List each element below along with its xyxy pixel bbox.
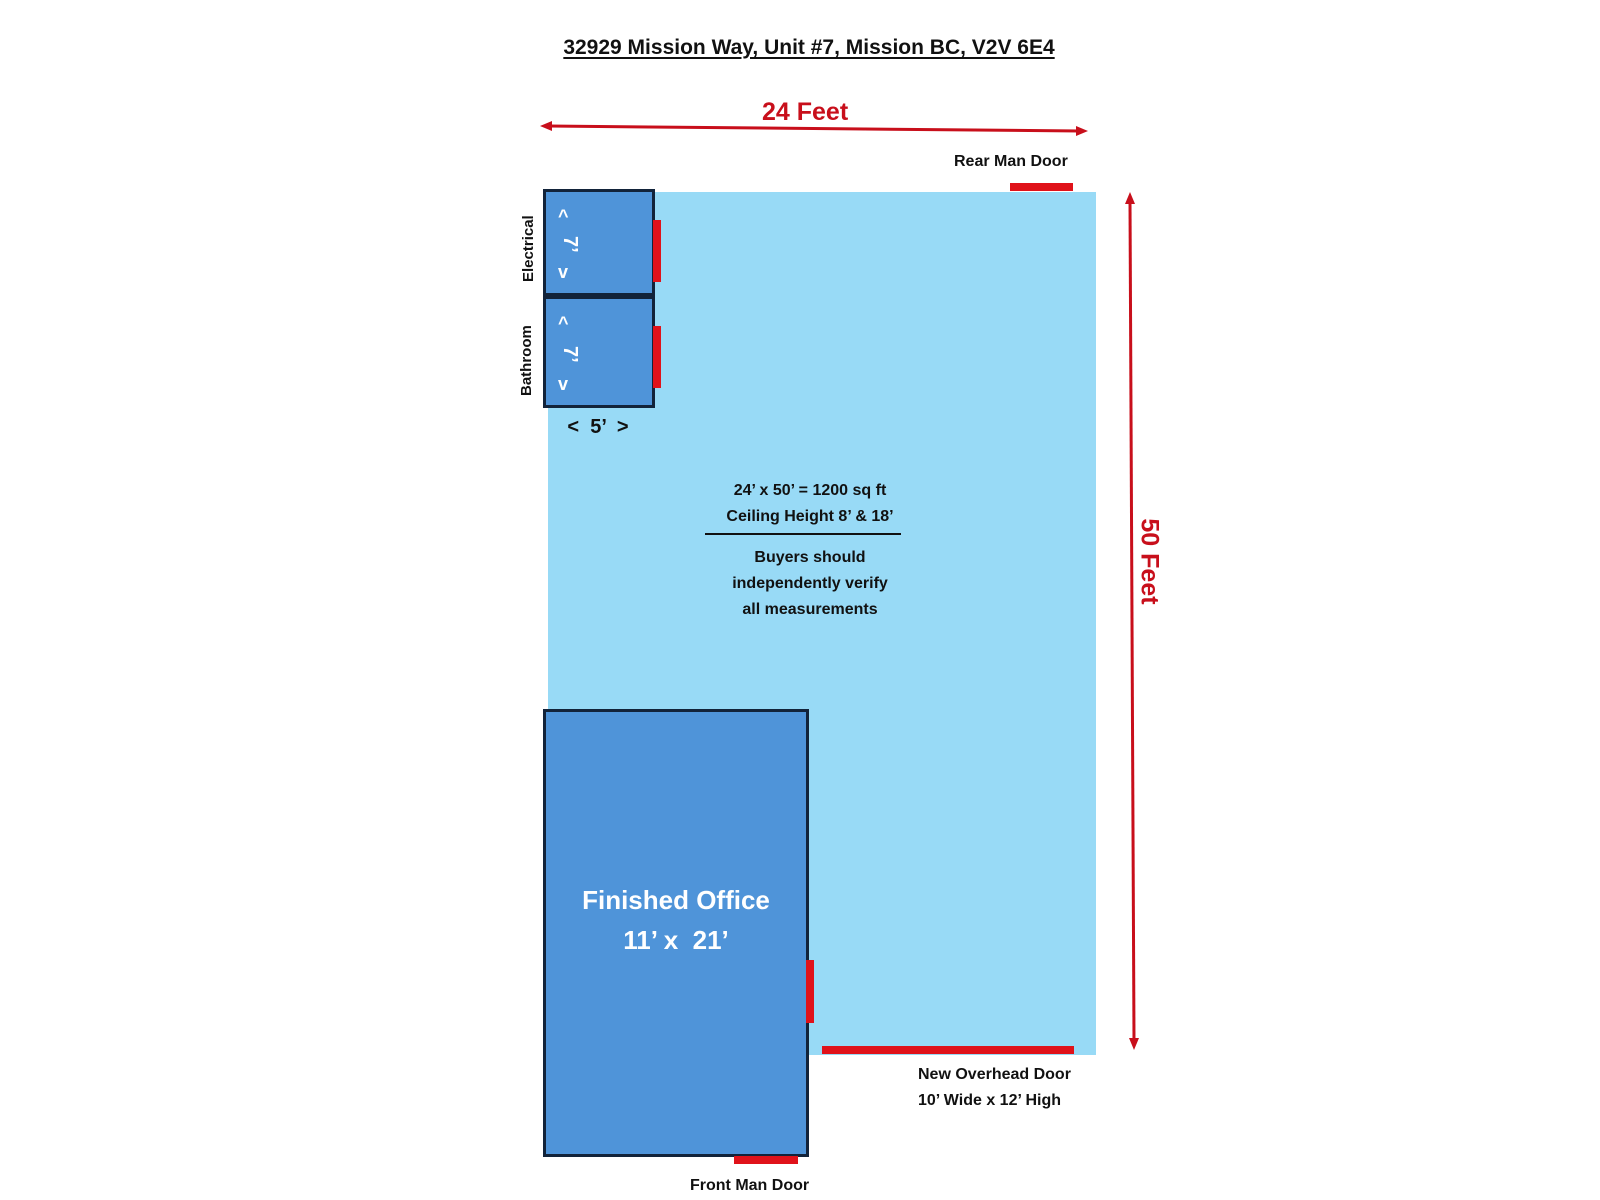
front-man-door-label: Front Man Door (690, 1177, 810, 1194)
width-dimension-label: 24 Feet (762, 98, 849, 126)
bathroom-length: 7’ (559, 345, 581, 363)
bathroom-up-arrow: ^ (558, 313, 569, 333)
finished-office: Finished Office 11’ x 21’ (543, 709, 809, 1157)
electrical-door (653, 220, 661, 282)
rear-man-door-label: Rear Man Door (954, 153, 1068, 170)
length-dimension-arrow (1125, 192, 1139, 1050)
electrical-room: ^ 7’ v (543, 189, 655, 296)
overhead-door-label: New Overhead Door (918, 1066, 1071, 1083)
overhead-door-size-label: 10’ Wide x 12’ High (918, 1092, 1062, 1109)
overhead-door (822, 1046, 1074, 1054)
office-name: Finished Office (582, 885, 770, 915)
small-rooms-width-label: < 5’ > (567, 416, 629, 438)
front-man-door (734, 1156, 798, 1164)
electrical-down-arrow: v (558, 262, 569, 282)
note-divider (705, 533, 901, 535)
bathroom-door (653, 326, 661, 388)
disclaimer-line-1: Buyers should (754, 549, 866, 566)
electrical-length: 7’ (559, 236, 581, 253)
electrical-label: Electrical (520, 215, 537, 282)
bathroom: ^ 7’ v (543, 296, 655, 408)
disclaimer-line-2: independently verify (732, 575, 888, 592)
rear-man-door (1010, 183, 1073, 191)
bathroom-down-arrow: v (558, 374, 569, 394)
width-dimension-arrow (540, 121, 1088, 136)
disclaimer-line-3: all measurements (742, 601, 878, 618)
office-door (806, 960, 814, 1023)
area-note: 24’ x 50’ = 1200 sq ft (733, 482, 887, 499)
bathroom-label: Bathroom (518, 325, 535, 396)
page-title: 32929 Mission Way, Unit #7, Mission BC, … (563, 36, 1055, 59)
office-size: 11’ x 21’ (623, 925, 729, 955)
electrical-up-arrow: ^ (558, 206, 569, 226)
ceiling-note: Ceiling Height 8’ & 18’ (726, 508, 894, 525)
length-dimension-label: 50 Feet (1135, 518, 1164, 605)
